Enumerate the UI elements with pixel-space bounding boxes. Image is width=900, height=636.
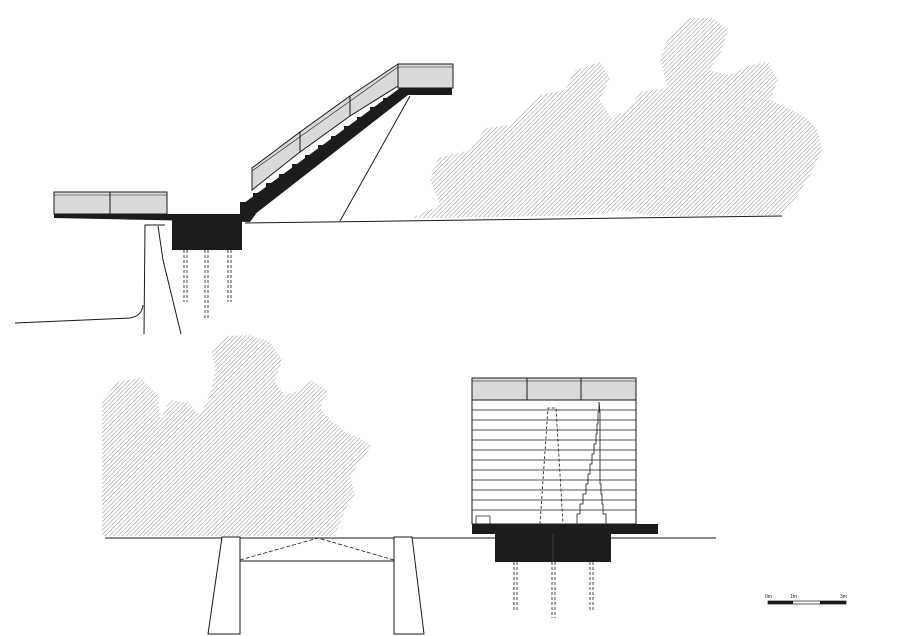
scale-bar: 0m 1m 3m: [765, 594, 847, 605]
stair-front-elevation: [471, 377, 658, 534]
scale-label-1: 1m: [790, 594, 797, 600]
piles-bottom: [513, 562, 594, 618]
stair-railing: [251, 63, 454, 192]
stair-steps: [240, 98, 395, 208]
tree-foliage-right: [412, 18, 822, 218]
bridge-and-stair-section: [102, 335, 716, 635]
retaining-wall-top: [14, 224, 182, 335]
scale-label-0: 0m: [765, 594, 772, 600]
piles-top: [183, 250, 232, 318]
bridge-abutments: [207, 536, 425, 635]
tree-foliage-left: [102, 335, 372, 536]
scale-label-3: 3m: [840, 594, 847, 600]
ground-line-top: [244, 215, 783, 224]
stair-support-strut: [339, 95, 411, 222]
stair-stringer: [240, 88, 452, 218]
bridge-truss: [239, 537, 395, 561]
footing-block-top: [172, 220, 242, 250]
left-railing: [53, 191, 168, 215]
stair-elevation-section: [14, 18, 822, 335]
